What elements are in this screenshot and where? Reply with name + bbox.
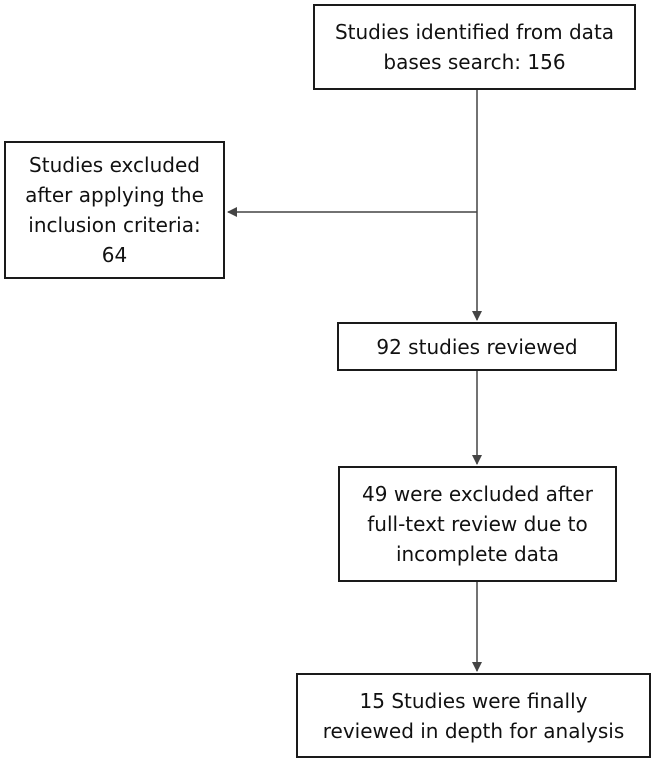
studies-reviewed-text: 92 studies reviewed (376, 334, 578, 359)
studies-identified-box: Studies identified from data bases searc… (313, 4, 636, 90)
final-studies-text: 15 Studies were finally reviewed in dept… (322, 688, 625, 743)
fulltext-excluded-box: 49 were excluded after full-text review … (338, 466, 617, 582)
studies-reviewed-box: 92 studies reviewed (337, 322, 617, 371)
final-studies-box: 15 Studies were finally reviewed in dept… (296, 673, 651, 758)
studies-excluded-box: Studies excluded after applying the incl… (4, 141, 225, 279)
studies-excluded-text: Studies excluded after applying the incl… (25, 153, 204, 267)
studies-identified-text: Studies identified from data bases searc… (334, 20, 615, 74)
fulltext-excluded-text: 49 were excluded after full-text review … (362, 482, 593, 566)
